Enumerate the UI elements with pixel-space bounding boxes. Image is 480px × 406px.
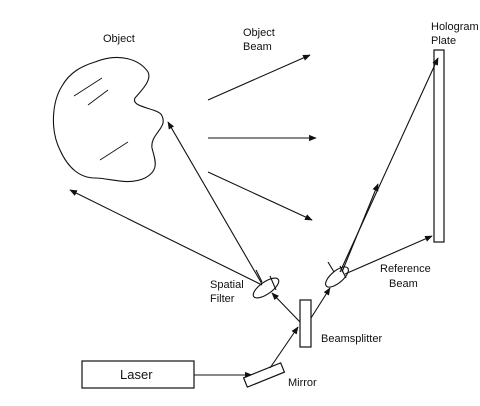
object-label: Object <box>103 33 135 45</box>
laser-label: Laser <box>120 367 153 382</box>
object-beam-label-line2: Beam <box>243 41 272 53</box>
beamsplitter-to-reference-lens-beam <box>310 287 331 319</box>
object-highlight-3 <box>99 141 129 161</box>
object-highlight-1 <box>73 77 103 97</box>
hologram-label-line2: Plate <box>431 35 456 47</box>
spatial-filter-label-line2: Filter <box>210 293 235 305</box>
reference-beam-label-line2: Beam <box>389 278 418 290</box>
reference-lens-pinhole-2 <box>339 265 347 279</box>
object-beam-label-line1: Object <box>243 27 275 39</box>
mirror-label: Mirror <box>288 377 317 389</box>
reference-lens-pinhole-1 <box>327 261 335 273</box>
object-beam-arrow-1 <box>207 54 311 101</box>
reference-beam-to-plate-bottom <box>344 235 433 275</box>
spatial-filter-to-object-beam-left <box>69 189 263 286</box>
beamsplitter-to-spatial-filter-beam <box>271 292 301 323</box>
reference-lens <box>325 266 349 288</box>
spatial-filter-lens <box>252 277 280 299</box>
beamsplitter <box>299 299 312 348</box>
beamsplitter-label: Beamsplitter <box>321 333 382 345</box>
spatial-filter-label-line1: Spatial <box>210 279 244 291</box>
spatial-filter-pinhole-1 <box>255 269 263 283</box>
spatial-filter-to-object-beam-up <box>167 121 263 285</box>
mirror-to-beamsplitter-beam <box>269 326 299 369</box>
reference-beam-arrow-1 <box>341 183 379 273</box>
reference-beam-label-line1: Reference <box>380 263 431 275</box>
object-highlight-2 <box>87 89 109 106</box>
hologram-label-line1: Hologram <box>431 21 479 33</box>
hologram-plate <box>433 49 445 243</box>
mirror <box>242 362 286 388</box>
object-shape <box>52 57 164 183</box>
object-beam-arrow-3 <box>207 171 313 221</box>
spatial-filter-pinhole-2 <box>269 275 277 291</box>
